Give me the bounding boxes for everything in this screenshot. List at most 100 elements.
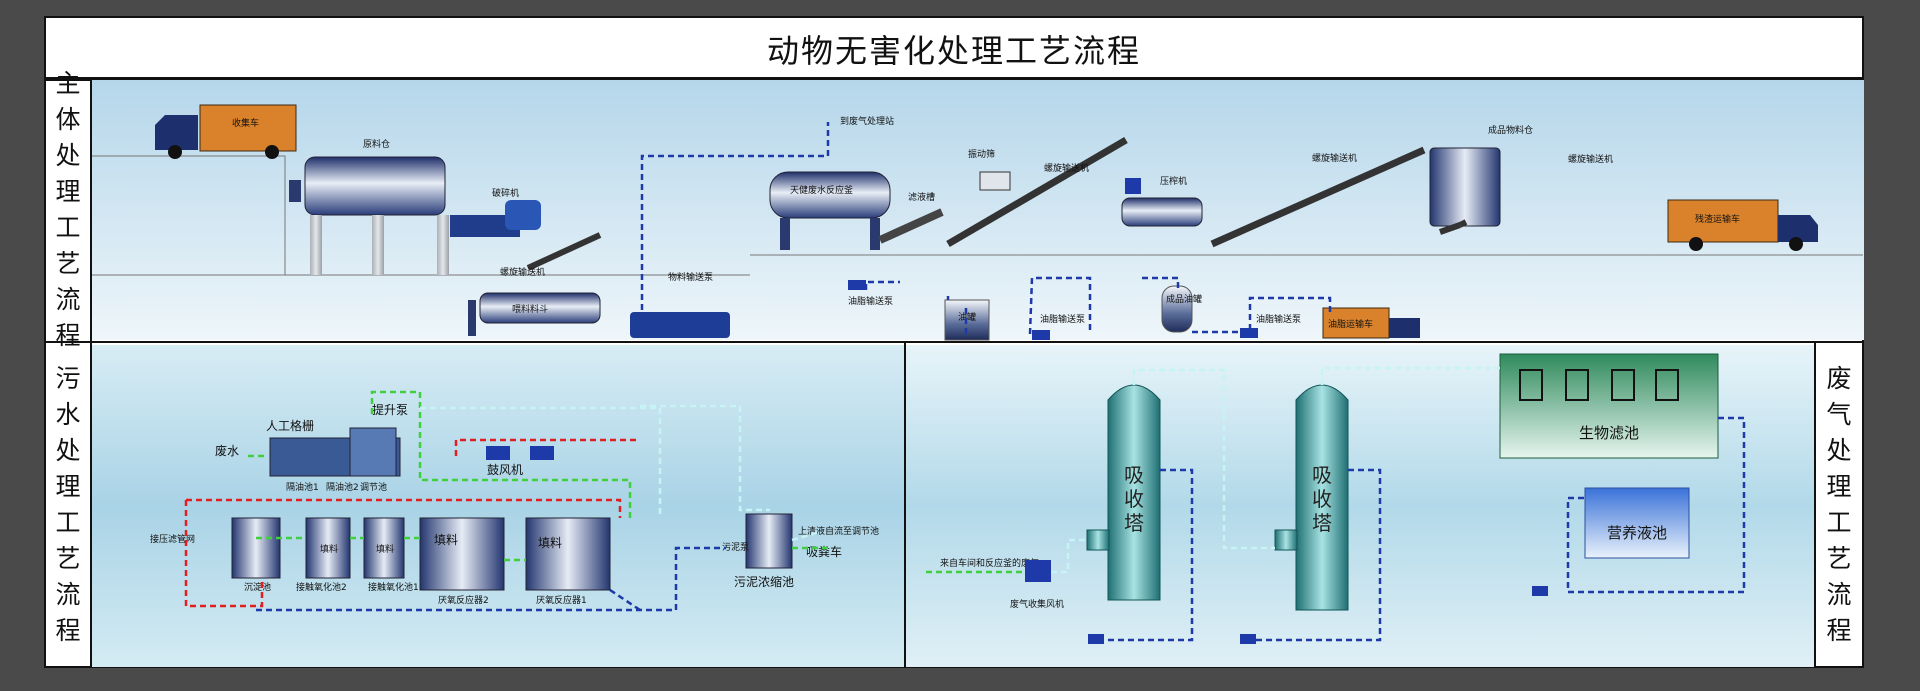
tower-char: 塔 [1124,511,1144,535]
tower-2-name: 吸收塔 [1312,463,1332,535]
sludge-return-label: 接压滤管网 [150,533,195,545]
supernatant-label: 上清液自流至调节池 [798,525,879,537]
oil-pump-2: 油脂输送泵 [1032,313,1085,340]
screw-conveyor-3-label: 螺旋输送机 [1312,152,1357,164]
section-label-waste-gas: 废气处理工艺流程 [1816,350,1862,660]
oil-pump-1-label: 油脂输送泵 [848,295,893,307]
section-label-main: 主体处理工艺流程 [46,69,90,350]
lift-pump-label: 提升泵 [372,402,408,417]
section-label-char: 艺 [1826,544,1852,573]
contact-ox-2-label: 接触氧化池2 [296,581,347,593]
thickener-label: 污泥浓缩池 [734,574,794,589]
section-label-char: 处 [55,436,81,465]
press-label: 压榨机 [1160,175,1187,187]
reactor: 天健废水反应釜 [769,171,891,250]
oil-pump-3-label: 油脂输送泵 [1256,313,1301,325]
section-label-char: 理 [1826,472,1852,501]
collection-truck: 收集车 [155,104,297,159]
page-title: 动物无害化处理工艺流程 [766,31,1141,70]
drain-tank: 滤液槽 [878,191,944,244]
section-label-char: 程 [55,616,81,645]
section-label-char: 艺 [55,249,81,278]
nutrient-tank-label: 营养液池 [1607,524,1667,542]
section-label-char: 理 [55,472,81,501]
ground-levels [92,155,1863,276]
oil-pump-2-label: 油脂输送泵 [1040,313,1085,325]
collection-fan-label: 废气收集风机 [1010,598,1064,610]
screw-conveyor-4-label: 螺旋输送机 [1568,153,1613,165]
oil-sep-label: 隔油池1 [286,481,319,493]
oil-sep-2-label: 隔油池2 [326,481,359,493]
section-label-char: 污 [55,364,81,393]
section-label-char: 气 [1826,400,1852,429]
to-gas-treatment-label: 到废气处理站 [840,115,894,127]
filler-1-label: 填料 [320,543,338,555]
tower-char: 收 [1124,487,1144,511]
sludge-pump-label: 污泥泵 [722,541,749,553]
gas-equipment: 来自车间和反应釜的废气 废气收集风机 生物滤池 营养液池 [940,353,1719,611]
sewage-pipes [184,390,830,612]
section-label-char: 工 [55,213,81,242]
filler-2-label: 填料 [376,543,394,555]
filler-4-label: 填料 [538,536,562,550]
tower-char: 吸 [1124,463,1144,487]
feed-hopper-label: 喂料料斗 [512,303,548,315]
vibrating-screen: 振动筛 [968,148,1011,191]
tower-labels: 吸收塔 吸收塔 [1124,463,1332,535]
screw-conveyor-1-label: 螺旋输送机 [500,266,545,278]
anaerobic-1-label: 厌氧反应器1 [536,594,587,606]
raw-bin: 原料仓 [289,138,449,275]
screw-conveyor-3: 螺旋输送机 [1210,146,1426,248]
oil-pump-3: 油脂输送泵 [1240,313,1301,338]
product-bin-label: 成品物料仓 [1488,124,1533,136]
crusher: 破碎机 [450,187,541,237]
regulating-label: 调节池 [360,481,387,493]
feed-hopper: 喂料料斗 [468,292,601,336]
tower-char: 吸 [1312,463,1332,487]
product-bin: 成品物料仓 [1429,124,1533,227]
screw-conveyor-1: 螺旋输送机 [500,232,602,278]
section-label-char: 主 [55,69,81,98]
press: 压榨机 [1121,175,1203,227]
material-pump-label: 物料输送泵 [668,271,713,283]
tower-char: 收 [1312,487,1332,511]
grating-label: 人工格栅 [266,418,314,433]
biofilter-label: 生物滤池 [1579,424,1639,442]
screw-conveyor-4: 螺旋输送机 [1439,153,1613,235]
main-pipes [640,122,1332,335]
frame-lines [44,77,1864,668]
tower-1-name: 吸收塔 [1124,463,1144,535]
section-label-char: 艺 [55,544,81,573]
oil-pump-1: 油脂输送泵 [848,280,893,307]
screw-conveyor-2: 螺旋输送机 [946,136,1128,248]
screw-conveyor-2-label: 螺旋输送机 [1044,162,1089,174]
section-label-char: 工 [55,508,81,537]
section-label-char: 处 [1826,436,1852,465]
material-pump: 物料输送泵 [630,271,730,338]
section-label-sewage: 污水处理工艺流程 [46,350,90,660]
section-label-char: 流 [55,285,81,314]
finished-oil-tank: 成品油罐 [1161,285,1202,333]
oil-truck-label: 油脂运输车 [1328,318,1373,330]
residue-truck: 残渣运输车 [1667,199,1818,251]
section-label-char: 程 [55,321,81,350]
sewage-section-bg [92,345,904,667]
vibrating-screen-label: 振动筛 [968,148,995,160]
blower-label: 鼓风机 [487,463,523,477]
section-label-char: 流 [1826,580,1852,609]
crusher-label: 破碎机 [492,187,519,199]
finished-oil-tank-label: 成品油罐 [1166,293,1202,305]
oil-truck: 油脂运输车 [1322,307,1420,339]
raw-bin-label: 原料仓 [363,138,390,150]
section-label-char: 程 [1826,616,1852,645]
settling-label: 沉淀池 [244,581,271,593]
gas-pipes [926,366,1746,644]
section-label-char: 处 [55,141,81,170]
section-label-char: 水 [55,400,81,429]
filler-3-label: 填料 [434,533,458,547]
sewage-equipment: 废水 人工格栅 提升泵 隔油池1 隔油池2 调节池 鼓风机 接压滤管网 沉淀池 … [150,402,879,606]
sludge-truck-label: 吸粪车 [806,544,842,559]
contact-ox-1-label: 接触氧化池1 [368,581,419,593]
anaerobic-2-label: 厌氧反应器2 [438,594,489,606]
